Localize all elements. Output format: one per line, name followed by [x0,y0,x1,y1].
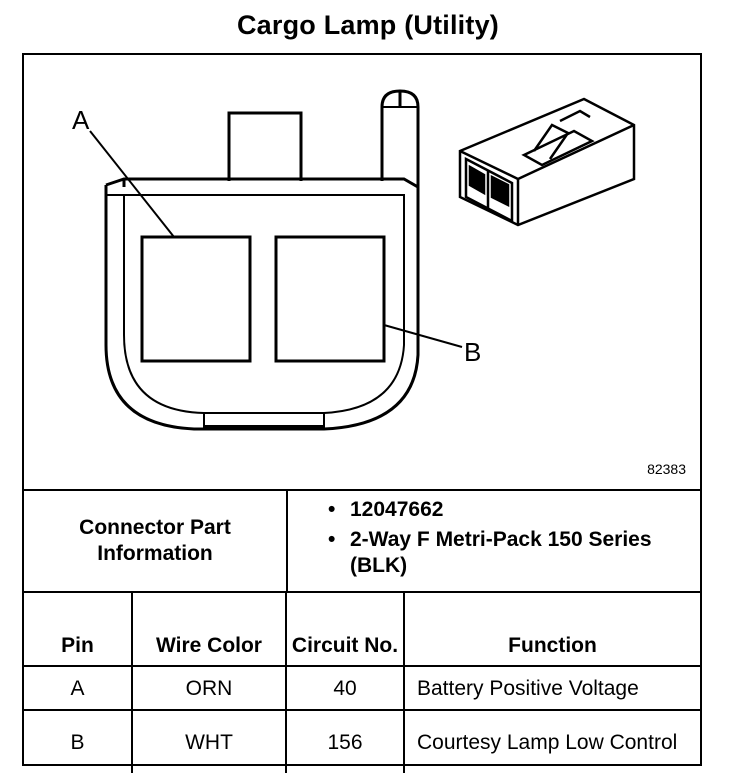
connector-info: Connector Part Information • 12047662 • 2-… [24,489,700,593]
connector-face [104,89,420,431]
connector-drawing: A B [72,89,636,431]
leader-b [383,324,463,348]
cell-circuit-no: 40 [285,665,405,711]
part-number: 12047662 [350,498,444,521]
header-wire-color: Wire Color [131,593,287,667]
connector-info-item: • 2-Way F Metri-Pack 150 Series (BLK) [326,527,700,579]
table-row: B WHT 156 Courtesy Lamp Low Control [24,709,700,773]
connector-info-details: • 12047662 • 2-Way F Metri-Pack 150 Series… [288,491,700,591]
header-circuit-no: Circuit No. [285,593,405,667]
cell-wire-color: WHT [131,709,287,773]
page-title: Cargo Lamp (Utility) [236,10,499,40]
connector-diagram: A B 82383 [24,55,700,489]
cell-pin: B [24,709,133,773]
cell-circuit-no: 156 [285,709,405,773]
table-row: A ORN 40 Battery Positive Voltage [24,665,700,711]
connector-3d-view [458,97,636,227]
cell-function: Courtesy Lamp Low Control [403,709,700,773]
pin-table: Pin Wire Color Circuit No. Function A OR… [24,593,700,773]
figure-number: 82383 [647,461,686,477]
header-function: Function [403,593,700,667]
header-pin: Pin [24,593,133,667]
cell-pin: A [24,665,133,711]
connector-info-heading: Connector Part Information [24,491,288,591]
connector-info-item: • 12047662 [326,497,700,523]
cell-wire-color: ORN [131,665,287,711]
connector-sheet: A B 82383 Connector Part Information • 12… [22,53,702,773]
table-header-row: Pin Wire Color Circuit No. Function [24,593,700,667]
bullet-icon: • [328,528,336,551]
cavity-b [274,235,386,363]
cell-function: Battery Positive Voltage [403,665,700,711]
bullet-icon: • [328,498,336,521]
cavity-a [140,235,252,363]
label-b: B [464,337,481,367]
leader-a [89,130,175,238]
connector-type: 2-Way F Metri-Pack 150 Series (BLK) [350,528,652,577]
label-a: A [72,105,90,135]
